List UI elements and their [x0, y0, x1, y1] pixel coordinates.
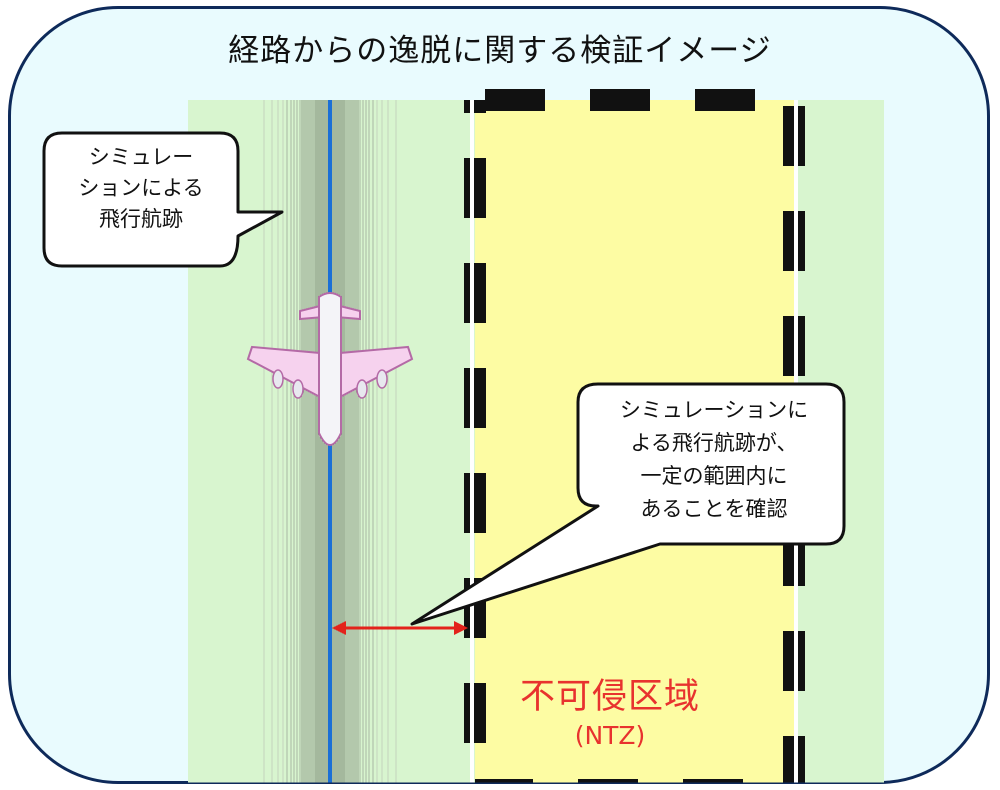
verification-callout — [410, 382, 846, 626]
callout-line: 飛行航跡 — [99, 207, 183, 231]
page-title: 経路からの逸脱に関する検証イメージ — [228, 33, 772, 69]
ntz-label: 不可侵区域 — [519, 677, 700, 717]
callout-line: 一定の範囲内に — [640, 464, 788, 488]
callout-line: シミュレーションに — [619, 398, 809, 422]
flight-track-callout-text: シミュレー ションによる 飛行航跡 — [52, 142, 230, 235]
callout-line: シミュレー — [88, 145, 194, 169]
double-arrow-icon — [332, 621, 468, 635]
callout-line: よる飛行航跡が、 — [630, 431, 798, 455]
callout-line: あることを確認 — [640, 497, 788, 521]
verification-callout-text: シミュレーションに よる飛行航跡が、 一定の範囲内に あることを確認 — [582, 394, 846, 526]
callout-line: ションによる — [78, 176, 204, 200]
flight-track-callout — [42, 131, 284, 268]
airplane-icon — [246, 292, 414, 446]
ntz-abbreviation: (NTZ) — [574, 721, 646, 750]
